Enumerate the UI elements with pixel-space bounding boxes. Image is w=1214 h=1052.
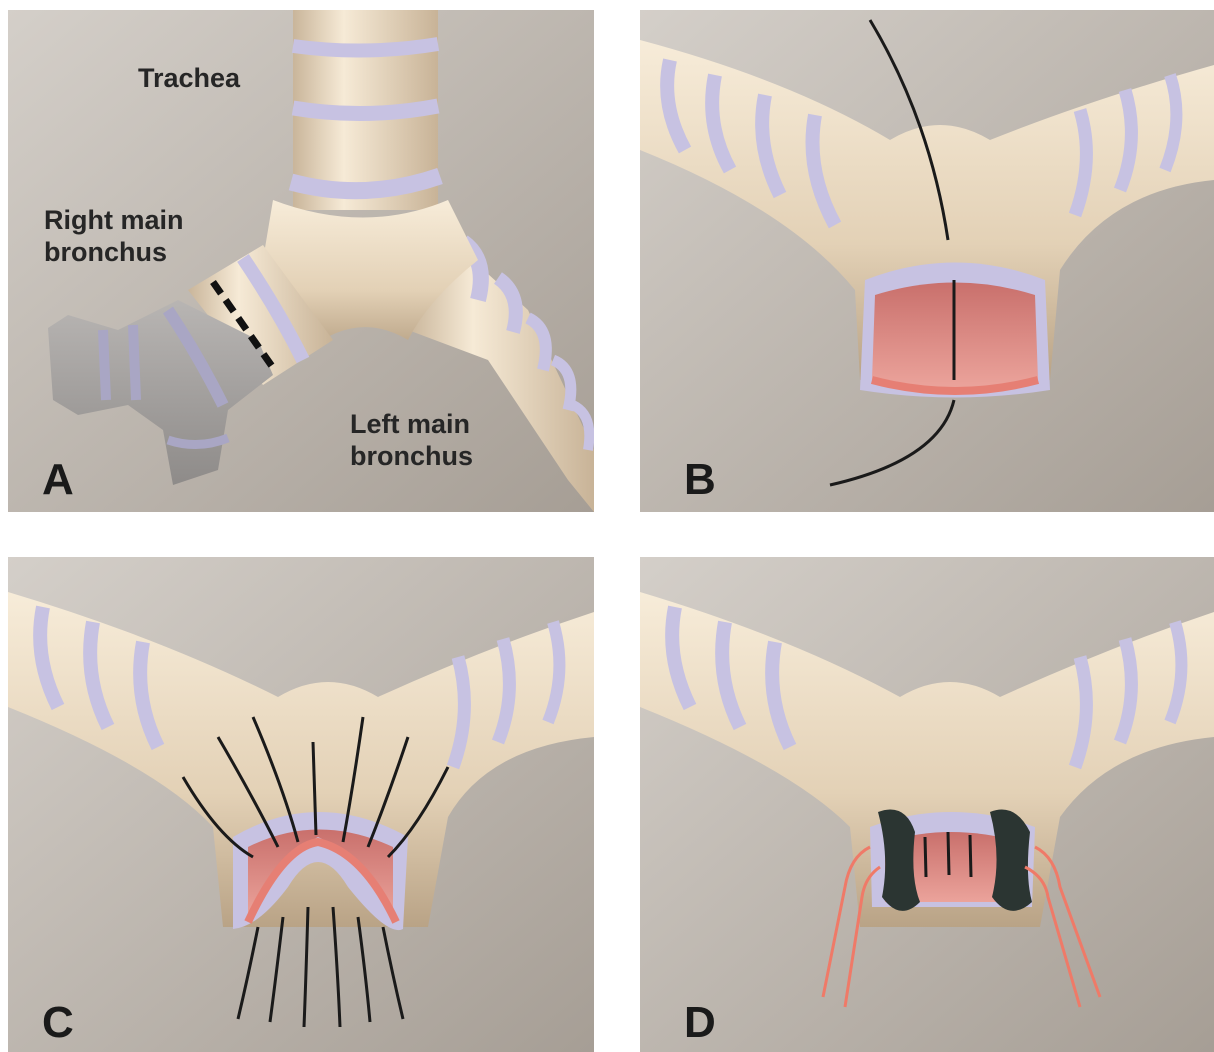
panel-letter-c: C	[42, 1001, 74, 1045]
panel-d-illustration	[640, 557, 1214, 1052]
panel-letter-a: A	[42, 458, 74, 502]
panel-c-illustration	[8, 557, 594, 1052]
panel-a: Trachea Right main bronchus Left main br…	[8, 10, 594, 512]
panel-b: B	[640, 10, 1214, 512]
panel-b-illustration	[640, 10, 1214, 512]
panel-letter-d: D	[684, 1001, 716, 1045]
panel-c: C	[8, 557, 594, 1052]
panel-d: D	[640, 557, 1214, 1052]
right-main-bronchus-label: Right main bronchus	[44, 204, 184, 268]
trachea-shape	[291, 10, 440, 210]
panel-letter-b: B	[684, 458, 716, 502]
left-main-bronchus-label: Left main bronchus	[350, 408, 473, 472]
trachea-label: Trachea	[138, 62, 240, 94]
